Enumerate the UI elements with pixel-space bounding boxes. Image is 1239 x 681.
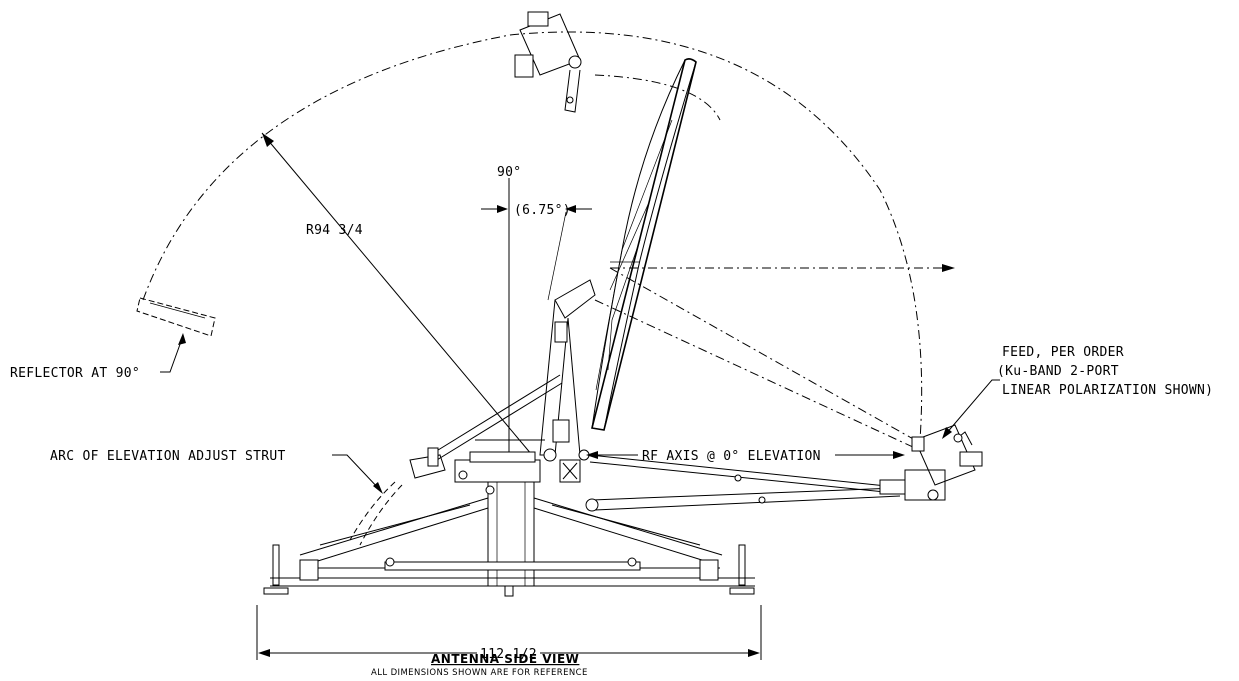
feed-label-line1: FEED, PER ORDER — [1002, 345, 1124, 360]
radius-label: R94 3/4 — [306, 223, 363, 238]
reflector-at-90-label: REFLECTOR AT 90° — [10, 366, 140, 381]
view-title: ANTENNA SIDE VIEW — [431, 652, 579, 666]
feed-assembly — [911, 424, 983, 486]
base-frame — [263, 497, 755, 597]
angle-90-label: 90° — [497, 165, 521, 180]
reflector-dish — [591, 58, 697, 431]
arc-strut-label: ARC OF ELEVATION ADJUST STRUT — [50, 449, 286, 464]
offset-angle-label: (6.75°) — [514, 203, 571, 218]
elevation-mount — [539, 279, 596, 483]
pedestal — [454, 439, 545, 587]
feed-support-arm — [585, 454, 946, 512]
feed-swing-arc — [594, 74, 721, 121]
feed-ray-2 — [609, 267, 916, 441]
elevation-arc — [142, 31, 923, 441]
feed-leader — [944, 379, 1000, 436]
reflector-leader — [160, 335, 184, 373]
base-width-dimension — [256, 605, 762, 660]
rf-axis-label: RF AXIS @ 0° ELEVATION — [642, 449, 821, 464]
radius-line — [261, 132, 533, 456]
feed-at-90-ghost — [514, 11, 582, 113]
view-subtitle: ALL DIMENSIONS SHOWN ARE FOR REFERENCE — [371, 668, 588, 678]
base-width-label: 112 1/2 — [480, 647, 537, 662]
feed-label-line3: LINEAR POLARIZATION SHOWN) — [1002, 383, 1213, 398]
feed-label-line2: (Ku-BAND 2-PORT — [997, 364, 1119, 379]
reflector-at-90-ghost — [136, 297, 216, 337]
strut-adjust-arc — [349, 481, 396, 541]
feed-ray-3 — [594, 299, 916, 449]
arc-strut-leader — [332, 454, 381, 491]
elevation-strut — [409, 374, 563, 479]
